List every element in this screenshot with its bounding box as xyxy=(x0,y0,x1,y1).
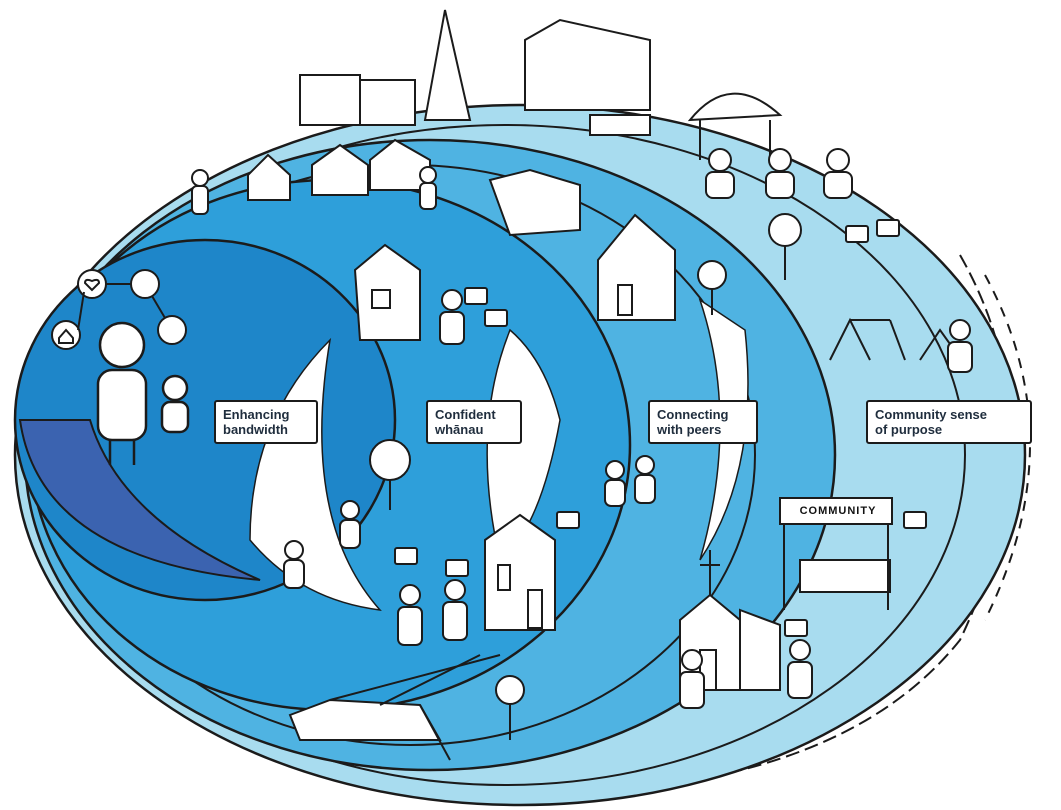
people xyxy=(191,148,973,709)
label-enhancing-bandwidth: Enhancing bandwidth xyxy=(214,400,318,444)
bridge xyxy=(288,654,501,761)
speech-bubble-icon xyxy=(394,219,927,637)
house-icon-glyph xyxy=(58,328,74,344)
label-community-sense-of-purpose: Community sense of purpose xyxy=(866,400,1032,444)
tree-icon xyxy=(369,213,802,740)
heart-icon-glyph xyxy=(83,278,101,292)
town-buildings xyxy=(247,9,783,237)
house-icon xyxy=(51,320,81,350)
houses xyxy=(353,213,676,631)
church-icon xyxy=(679,550,781,691)
heart-icon xyxy=(77,269,107,299)
label-confident-whanau: Confident whānau xyxy=(426,400,522,444)
speech-bubble-icon xyxy=(157,315,187,345)
core-figures xyxy=(96,321,190,465)
core-crescent xyxy=(18,419,261,581)
label-connecting-with-peers: Connecting with peers xyxy=(648,400,758,444)
community-booth xyxy=(779,497,893,610)
puzzle-icon xyxy=(130,269,160,299)
community-sign-text: COMMUNITY xyxy=(799,505,877,517)
playground-icon xyxy=(829,317,966,366)
